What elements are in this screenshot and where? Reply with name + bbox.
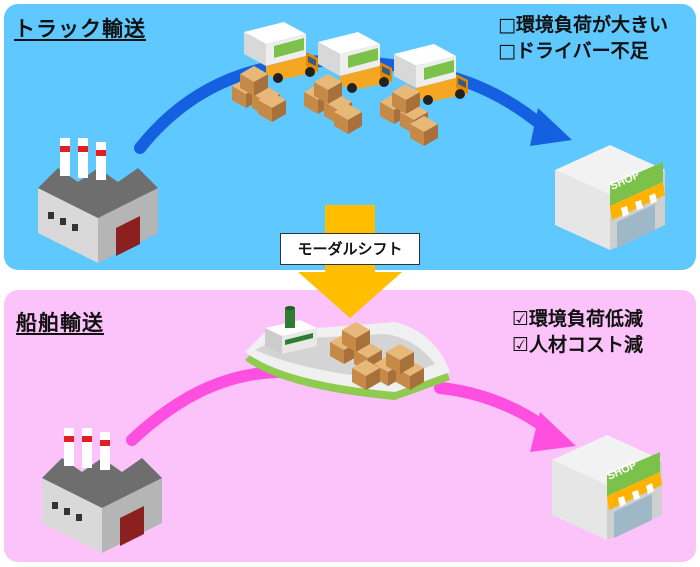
truck-issues-list: □環境負荷が大きい □ドライバー不足 [498,12,668,64]
ship-benefit-item: ☑人材コスト減 [512,334,644,356]
truck-issue-item: □ドライバー不足 [498,40,649,62]
factory-icon [38,138,158,263]
ship-transport-title: 船舶輸送 [16,311,104,335]
truck-route-arrowhead [530,108,572,146]
ship-benefit-item: ☑環境負荷低減 [512,308,644,330]
truck-transport-title: トラック輸送 [14,17,146,41]
ship-benefits-list: ☑環境負荷低減 ☑人材コスト減 [512,306,643,358]
modal-shift-label: モーダルシフト [280,233,420,265]
shop-icon [552,435,662,540]
truck-issue-item: □環境負荷が大きい [498,14,668,36]
shop-icon [555,145,665,250]
ship-route-arrowhead [530,412,576,452]
factory-icon [42,428,162,553]
